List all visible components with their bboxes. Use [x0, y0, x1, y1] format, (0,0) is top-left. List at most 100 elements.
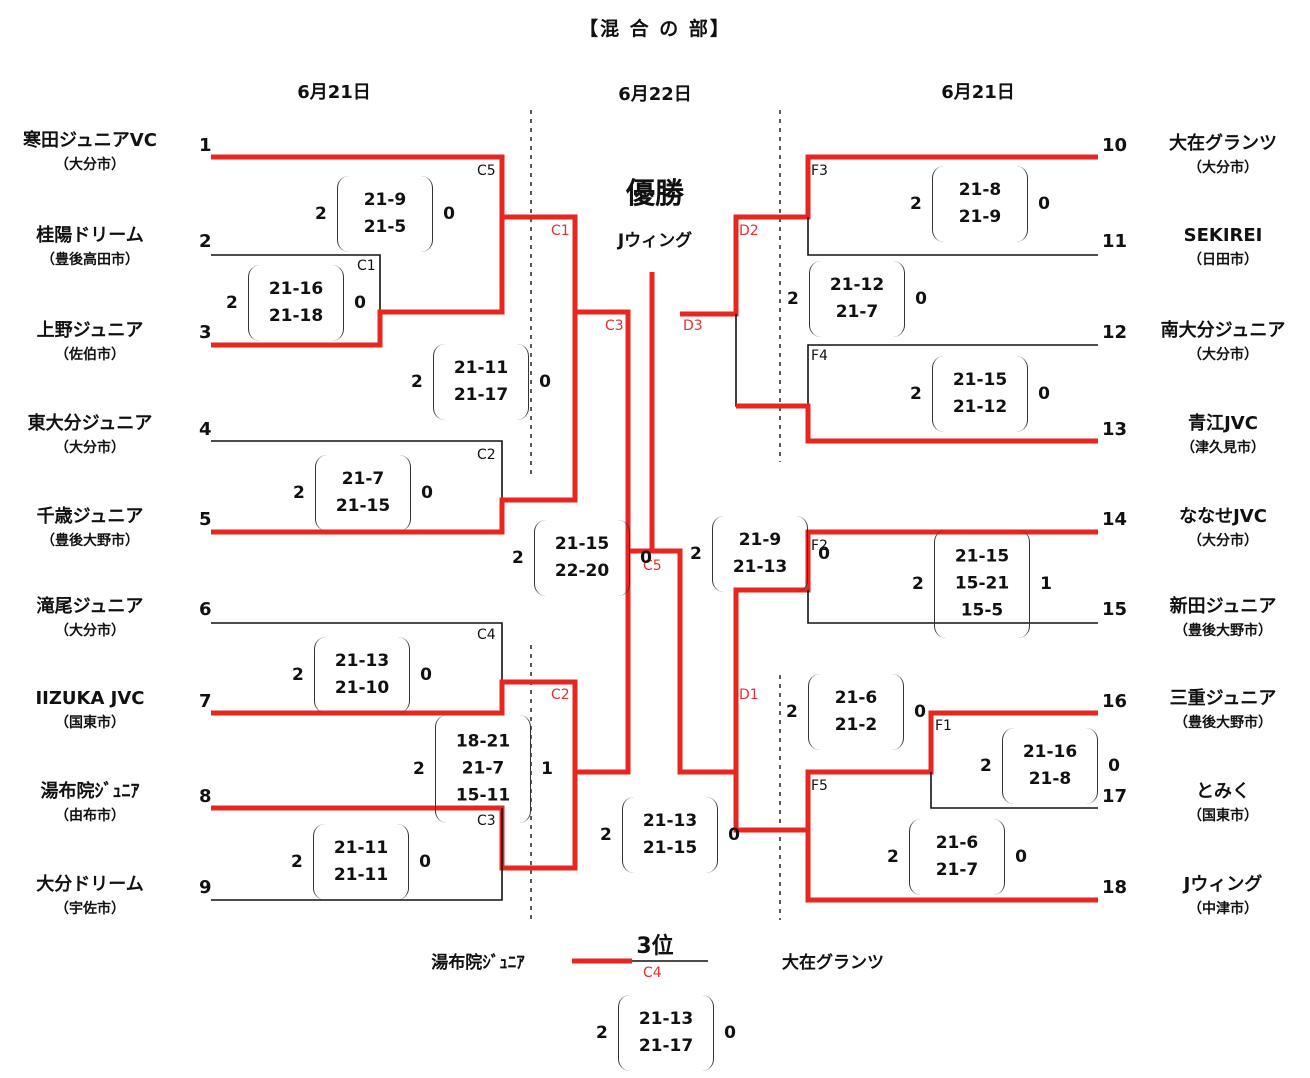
team-11: SEKIREI（日田市） [1133, 225, 1310, 270]
match-label-c1-small: C1 [357, 258, 376, 274]
seed-number: 2 [199, 231, 212, 252]
game-score: 21-12 [952, 397, 1008, 417]
sets-won-left: 2 [912, 574, 924, 594]
seed-number: 6 [199, 599, 212, 620]
team-name: IIZUKA JVC [35, 688, 145, 709]
sets-won-right: 0 [421, 483, 433, 503]
game-score: 21-9 [958, 207, 1002, 227]
sets-won-right: 0 [1108, 756, 1120, 776]
team-12: 南大分ジュニア（大分市） [1133, 320, 1310, 365]
seed-number: 18 [1102, 877, 1128, 898]
game-score: 21-11 [333, 838, 389, 858]
match-label-c3-red: C3 [605, 318, 624, 334]
team-city: （大分市） [55, 440, 125, 456]
game-score: 21-7 [835, 302, 879, 322]
sets-won-right: 1 [541, 759, 553, 779]
game-score: 15-11 [455, 785, 511, 806]
team-name: 南大分ジュニア [1160, 320, 1286, 341]
game-score: 21-13 [732, 557, 788, 577]
line-team-18 [805, 830, 1098, 903]
match-label-f4: F4 [811, 348, 828, 364]
team-5: 千歳ジュニア（豊後大野市） [0, 506, 180, 551]
line-team-9 [211, 808, 503, 901]
seed-number: 12 [1102, 322, 1128, 343]
champion-title: 優勝 [625, 176, 684, 210]
sets-won-right: 1 [1040, 574, 1052, 594]
champion-name: Jウィング [617, 231, 693, 251]
seed-number: 16 [1102, 691, 1128, 712]
game-score: 22-20 [554, 561, 610, 581]
team-name: 桂陽ドリーム [36, 225, 144, 246]
team-15: 新田ジュニア（豊後大野市） [1133, 596, 1310, 641]
game-score: 21-9 [363, 190, 407, 210]
game-score: 21-15 [642, 838, 698, 858]
game-score: 21-16 [268, 279, 324, 299]
sets-won-left: 2 [786, 702, 798, 722]
game-score: 21-12 [829, 275, 885, 295]
seed-number: 4 [199, 419, 212, 440]
game-score: 21-13 [334, 651, 390, 671]
seed-number: 17 [1102, 786, 1128, 807]
game-scores: 21-11 21-11 [314, 835, 408, 889]
line-team-13 [736, 403, 1098, 444]
third-place-title: 3位 [636, 934, 674, 959]
game-score: 15-21 [954, 573, 1010, 594]
game-score: 21-11 [333, 865, 389, 885]
game-score: 21-15 [954, 546, 1010, 567]
match-label-c4-small: C4 [477, 627, 496, 643]
game-score: 21-7 [341, 469, 385, 489]
game-score: 21-17 [453, 385, 509, 405]
team-name: 東大分ジュニア [27, 413, 153, 434]
line-team-7 [211, 679, 578, 772]
team-city: （大分市） [1188, 160, 1258, 176]
team-name: 青江JVC [1188, 413, 1258, 434]
team-name: Jウィング [1183, 874, 1263, 895]
sets-won-left: 2 [292, 665, 304, 685]
line-final [649, 272, 808, 833]
sets-won-right: 0 [420, 665, 432, 685]
team-name: 三重ジュニア [1169, 688, 1277, 709]
team-9: 大分ドリーム（宇佐市） [0, 874, 180, 919]
team-name: 千歳ジュニア [36, 506, 144, 527]
team-city: （中津市） [1188, 901, 1258, 917]
sets-won-right: 0 [443, 204, 455, 224]
team-8: 湯布院ｼﾞｭﾆｱ（由布市） [0, 781, 180, 826]
sets-won-right: 0 [539, 372, 551, 392]
sets-won-right: 0 [1015, 847, 1027, 867]
team-name: 上野ジュニア [36, 320, 144, 341]
game-score: 21-6 [935, 833, 979, 853]
match-label-f2: F2 [811, 538, 828, 554]
team-city: （大分市） [55, 623, 125, 639]
sets-won-right: 0 [1038, 194, 1050, 214]
sets-won-right: 0 [419, 852, 431, 872]
sets-won-right: 0 [724, 1023, 736, 1043]
match-label-c3-small: C3 [477, 813, 496, 829]
sets-won-left: 2 [910, 194, 922, 214]
sets-won-left: 2 [413, 759, 425, 779]
team-name: 滝尾ジュニア [36, 596, 144, 617]
sets-won-left: 2 [293, 483, 305, 503]
sets-won-left: 2 [980, 756, 992, 776]
team-city: （日田市） [1188, 252, 1258, 268]
